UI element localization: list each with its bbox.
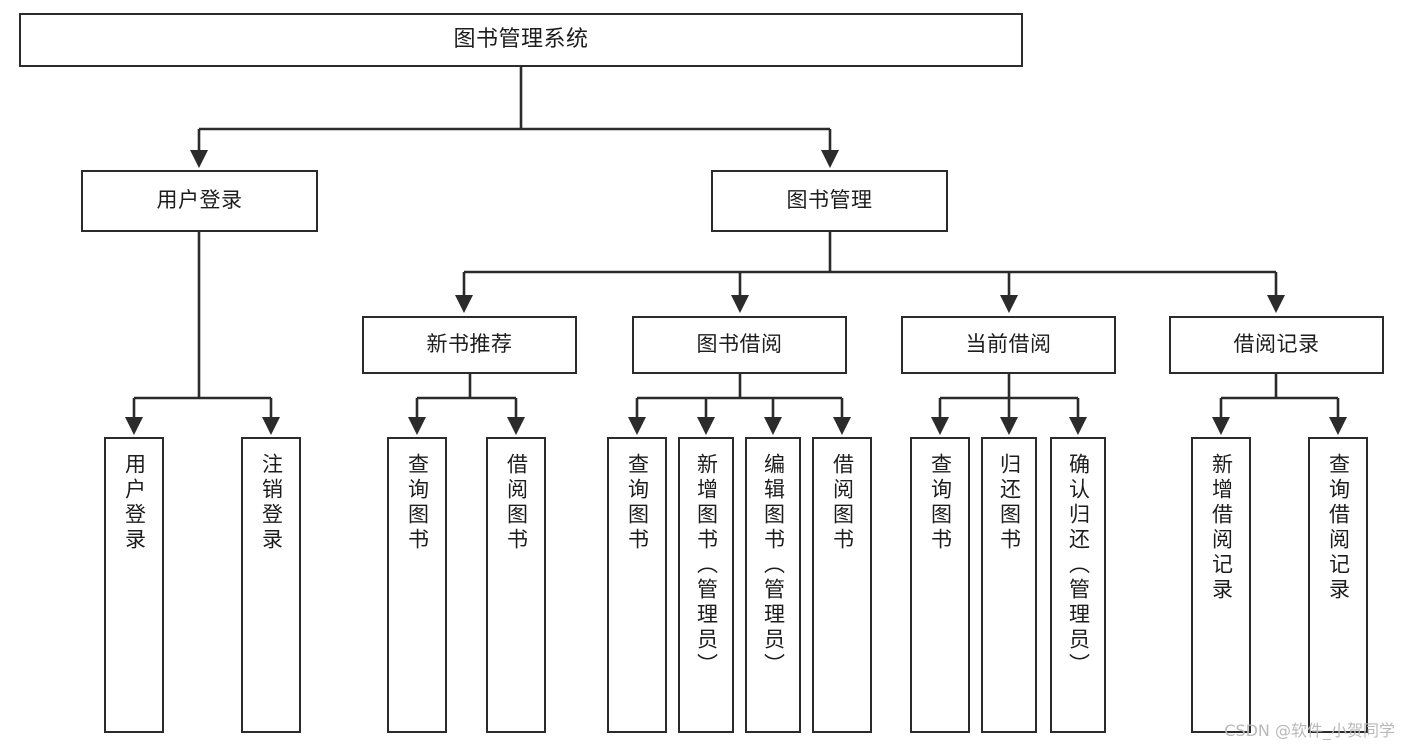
node-label: 注销登录	[259, 453, 284, 553]
node-borrow-record[interactable]: 借阅记录	[1169, 316, 1384, 374]
node-label: 图书管理	[786, 188, 873, 213]
node-leaf-add-borrow-record[interactable]: 新增借阅记录	[1191, 437, 1251, 733]
node-label: 查询图书	[928, 453, 953, 553]
node-leaf-logout-login[interactable]: 注销登录	[241, 437, 301, 733]
node-label: 图书借阅	[696, 332, 783, 357]
node-book-borrow[interactable]: 图书借阅	[632, 316, 847, 374]
node-label: 借阅记录	[1233, 332, 1320, 357]
node-current-borrow[interactable]: 当前借阅	[901, 316, 1116, 374]
node-user-login[interactable]: 用户登录	[81, 170, 318, 232]
node-leaf-borrow-book-recommend[interactable]: 借阅图书	[486, 437, 546, 733]
node-label: 借阅图书	[830, 453, 855, 553]
node-label: 归还图书	[997, 453, 1022, 553]
node-leaf-query-book-borrow[interactable]: 查询图书	[607, 437, 667, 733]
node-leaf-borrow-book[interactable]: 借阅图书	[812, 437, 872, 733]
node-leaf-confirm-return[interactable]: 确认归还（管理员）	[1050, 437, 1106, 733]
node-label: 查询借阅记录	[1326, 453, 1351, 603]
node-leaf-edit-book[interactable]: 编辑图书（管理员）	[745, 437, 801, 733]
node-label: 编辑图书（管理员）	[761, 453, 786, 678]
watermark-csdn: CSDN @软件_小贺同学	[1224, 721, 1395, 740]
node-leaf-query-borrow-record[interactable]: 查询借阅记录	[1308, 437, 1368, 733]
node-leaf-query-book-current[interactable]: 查询图书	[910, 437, 970, 733]
node-label: 确认归还（管理员）	[1066, 453, 1091, 678]
node-leaf-query-book-recommend[interactable]: 查询图书	[387, 437, 447, 733]
node-label: 新书推荐	[426, 332, 513, 357]
node-root-book-management-system[interactable]: 图书管理系统	[19, 13, 1023, 67]
node-label: 图书管理系统	[453, 26, 589, 52]
node-leaf-user-login[interactable]: 用户登录	[104, 437, 164, 733]
node-label: 新增借阅记录	[1209, 453, 1234, 603]
node-book-manage[interactable]: 图书管理	[711, 170, 948, 232]
node-label: 新增图书（管理员）	[694, 453, 719, 678]
node-leaf-return-book[interactable]: 归还图书	[981, 437, 1037, 733]
node-new-book-recommend[interactable]: 新书推荐	[362, 316, 577, 374]
node-label: 用户登录	[156, 188, 243, 213]
node-label: 当前借阅	[965, 332, 1052, 357]
node-leaf-add-book[interactable]: 新增图书（管理员）	[678, 437, 734, 733]
node-label: 用户登录	[122, 453, 147, 553]
node-label: 查询图书	[625, 453, 650, 553]
node-label: 借阅图书	[504, 453, 529, 553]
node-label: 查询图书	[405, 453, 430, 553]
